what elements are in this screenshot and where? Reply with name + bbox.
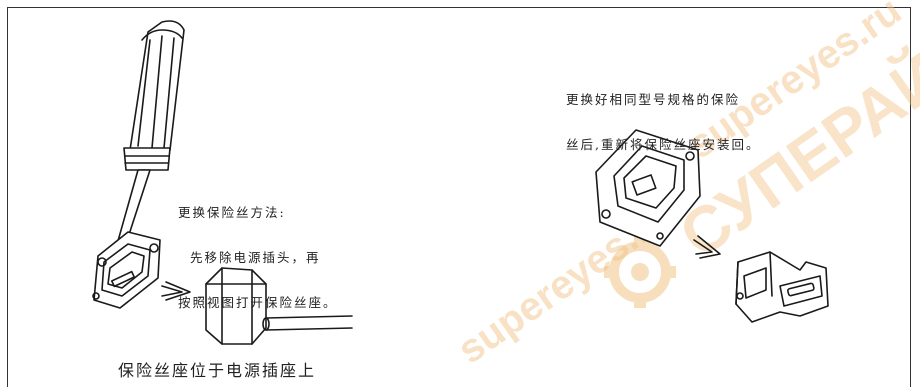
figure-frame (7, 7, 911, 387)
instructions-left: 更换保险丝方法: 先移除电源插头，再 按照视图打开保险丝座。 (178, 175, 338, 325)
caption-left: 保险丝座位于电源插座上 (118, 361, 317, 380)
watermark-gear-icon (604, 236, 676, 308)
fuse-socket-left-icon (92, 231, 161, 309)
fuse-socket-right-icon (595, 129, 701, 247)
arrow-right-icon (161, 281, 191, 301)
screwdriver-icon (115, 20, 185, 251)
arrow-down-right-icon (693, 235, 721, 259)
instructions-right-line2: 丝后,重新将保险丝座安装回。 (566, 137, 761, 152)
instructions-left-line3: 按照视图打开保险丝座。 (178, 295, 338, 310)
instructions-left-line2: 先移除电源插头，再 (178, 250, 321, 265)
power-plug-icon (205, 267, 353, 345)
instructions-right: 更换好相同型号规格的保险 丝后,重新将保险丝座安装回。 (566, 62, 760, 167)
instructions-left-line1: 更换保险丝方法: (178, 205, 286, 220)
fuse-holder-drawer-icon (735, 251, 829, 323)
instructions-right-line1: 更换好相同型号规格的保险 (566, 92, 741, 107)
